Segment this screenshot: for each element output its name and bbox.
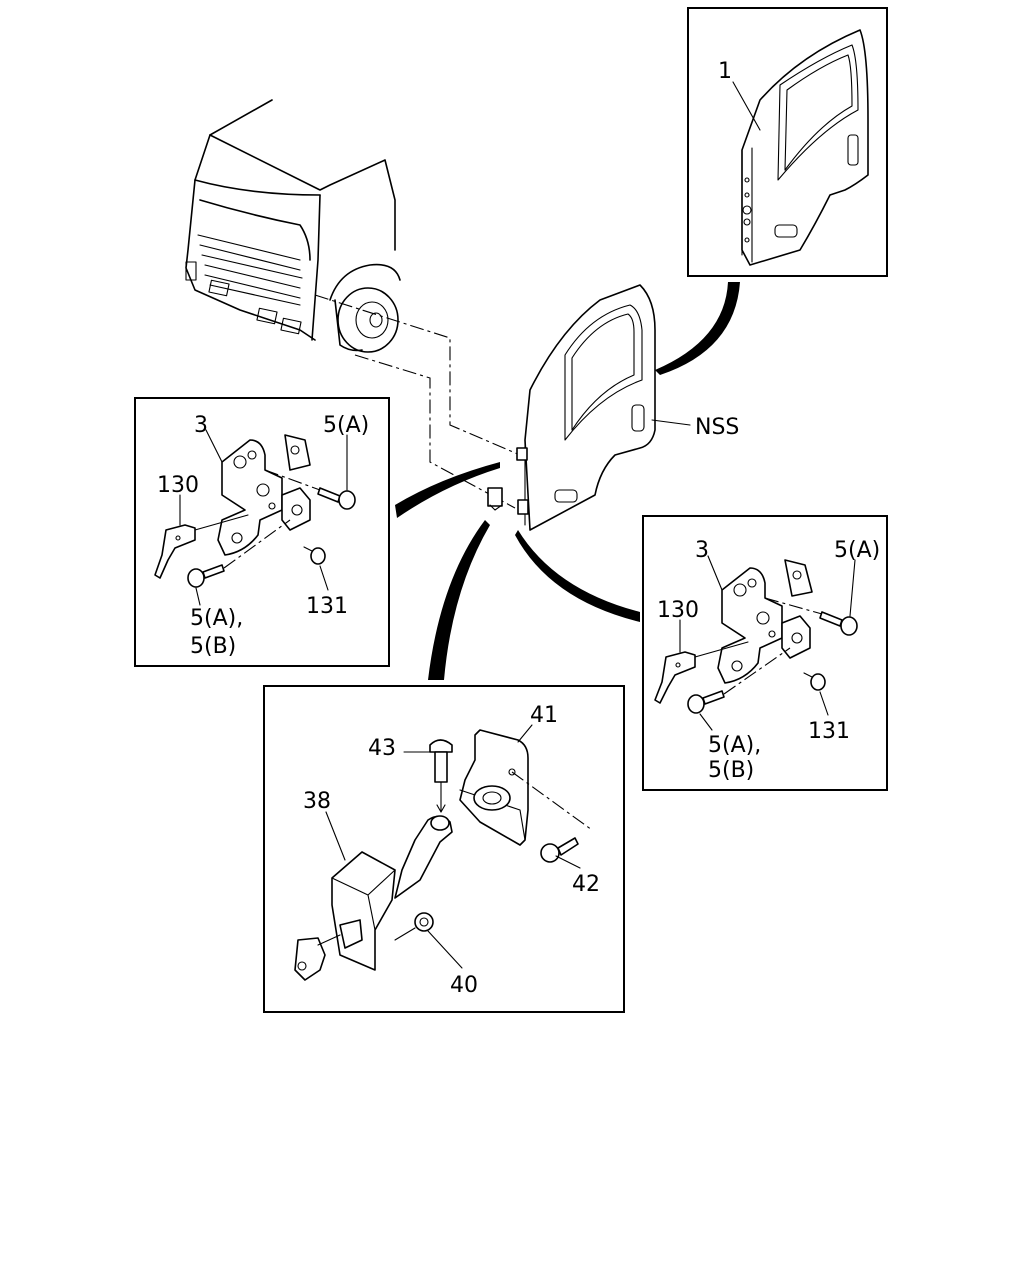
leader-door-assembly xyxy=(732,81,761,131)
truck-cab-illustration xyxy=(185,99,401,353)
bolt-42 xyxy=(540,837,579,863)
bolt-lower-5ab xyxy=(687,690,725,714)
part-label-upper-3: 3 xyxy=(194,413,208,438)
leader-40 xyxy=(427,930,463,969)
part-label-upper-5a: 5(A) xyxy=(323,413,369,438)
leader-upper-3 xyxy=(205,429,223,463)
door-assembly-illustration xyxy=(741,29,869,266)
part-label-upper-5ab-line2: 5(B) xyxy=(190,634,236,659)
leader-cab-to-lower-hinge xyxy=(354,354,516,509)
nut-lower-131 xyxy=(803,672,826,691)
leader-upper-5ab xyxy=(195,587,201,606)
part-label-40: 40 xyxy=(450,973,478,998)
part-label-upper-5ab-line1: 5(A), xyxy=(190,606,243,631)
part-label-41: 41 xyxy=(530,703,558,728)
bolt-upper-5ab xyxy=(187,564,225,588)
door-nss-illustration xyxy=(487,284,656,531)
upper-hinge-illustration xyxy=(154,434,356,588)
nut-upper-131 xyxy=(303,546,326,565)
leader-lower-5ab xyxy=(699,713,713,731)
side-label-nss: NSS xyxy=(695,415,739,440)
connector-band-door-assembly xyxy=(655,282,740,375)
lower-hinge-illustration xyxy=(654,559,858,714)
leader-38 xyxy=(325,811,346,861)
part-label-42: 42 xyxy=(572,872,600,897)
leader-lower-5a xyxy=(849,559,856,617)
part-label-upper-130: 130 xyxy=(157,473,199,498)
pin-43 xyxy=(429,739,453,813)
leader-upper-131 xyxy=(319,565,329,591)
leader-42 xyxy=(555,855,581,869)
part-label-lower-3: 3 xyxy=(695,538,709,563)
part-label-lower-131: 131 xyxy=(808,719,850,744)
connector-band-checker xyxy=(428,520,490,680)
part-label-upper-131: 131 xyxy=(306,594,348,619)
part-label-lower-5ab-line2: 5(B) xyxy=(708,758,754,783)
part-label-lower-5ab-line1: 5(A), xyxy=(708,733,761,758)
connector-band-lower-hinge xyxy=(515,530,640,622)
leader-lower-131 xyxy=(819,691,829,716)
part-label-lower-5a: 5(A) xyxy=(834,538,880,563)
part-label-43: 43 xyxy=(368,736,396,761)
leader-lower-3 xyxy=(707,555,723,591)
bolt-lower-5a xyxy=(819,611,858,636)
part-label-lower-130: 130 xyxy=(657,598,699,623)
leader-41 xyxy=(517,724,533,743)
leader-cab-to-upper-hinge xyxy=(314,294,521,456)
leader-nss xyxy=(651,419,691,426)
connector-band-upper-hinge xyxy=(395,462,500,518)
bolt-upper-5a xyxy=(317,487,356,510)
door-checker-illustration xyxy=(294,729,593,981)
nut-40 xyxy=(394,912,434,941)
part-label-1: 1 xyxy=(718,59,732,84)
part-label-38: 38 xyxy=(303,789,331,814)
